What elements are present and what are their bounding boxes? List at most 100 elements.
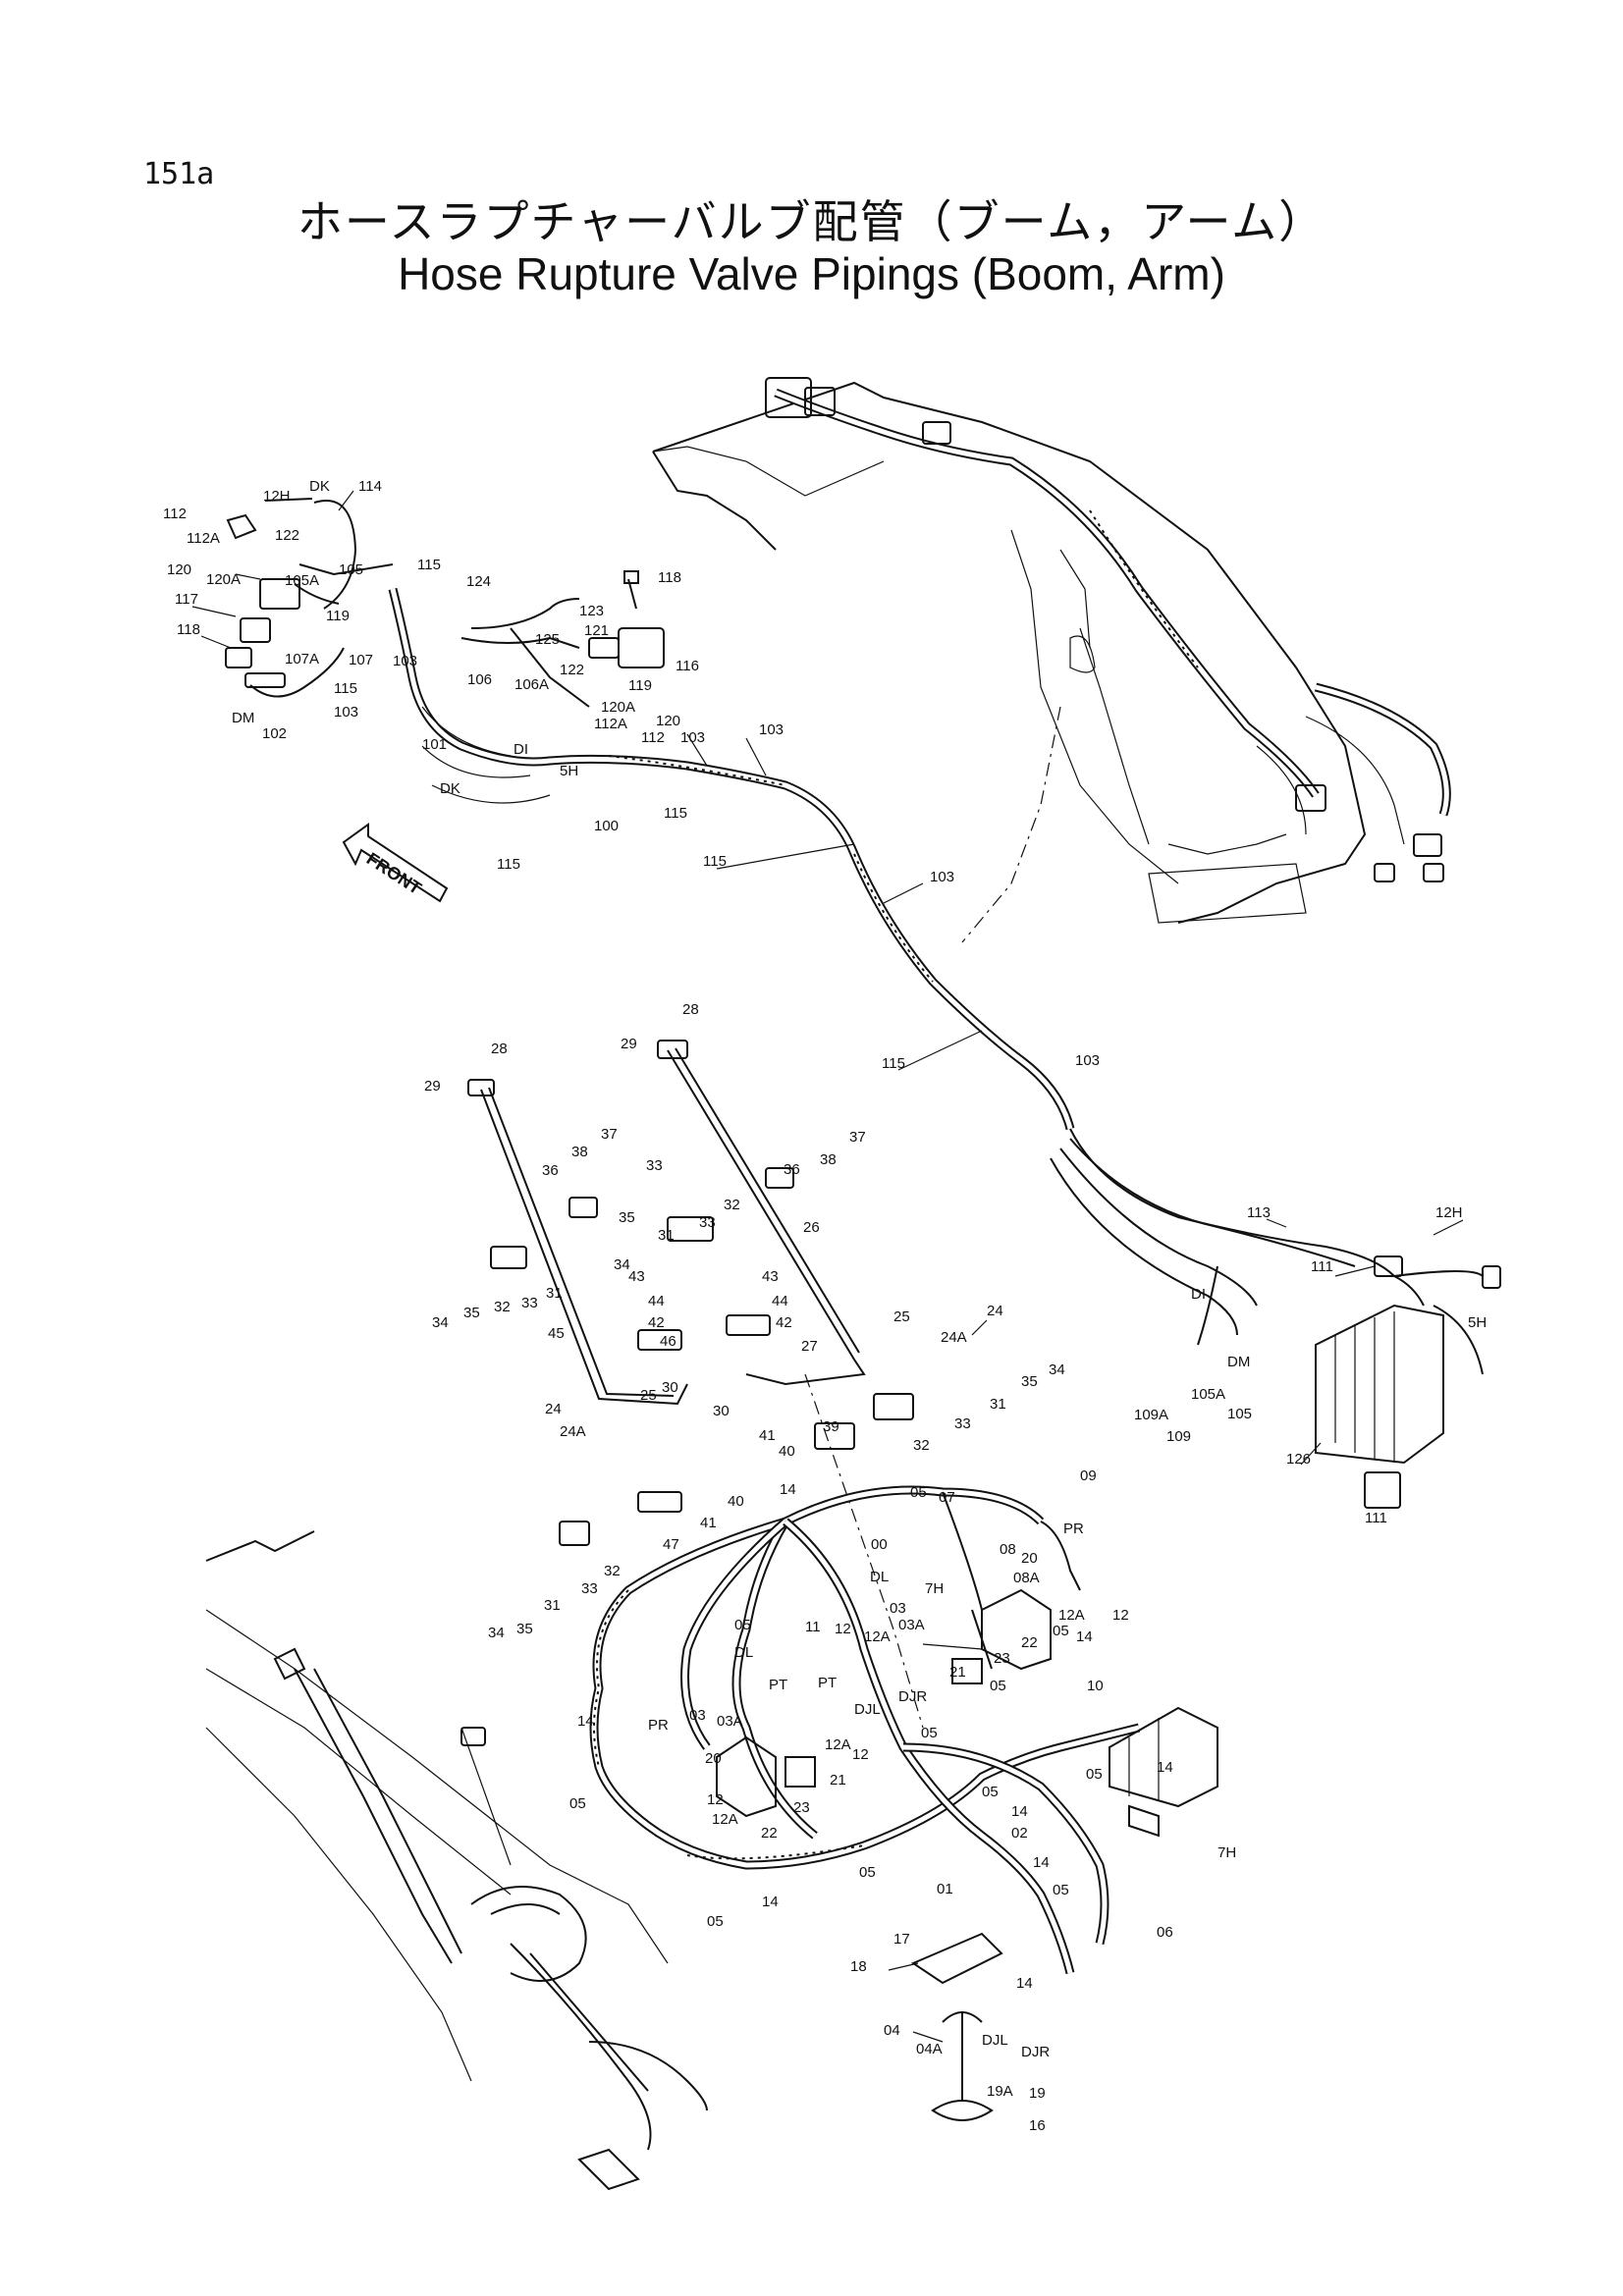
page-number: 151a [143,157,215,191]
callout: 29 [424,1078,441,1095]
callout: 5H [1468,1314,1487,1331]
callout: 36 [542,1162,559,1179]
callout: 07 [939,1489,955,1506]
callout: 30 [662,1379,678,1396]
callout: 44 [772,1293,788,1309]
callout: 21 [949,1664,966,1681]
callout: 14 [1033,1854,1050,1871]
callout: 37 [601,1126,618,1143]
callout: 09 [1080,1468,1097,1484]
callout: 113 [1247,1204,1271,1221]
callout: 11 [805,1619,821,1635]
callout: 19A [987,2083,1013,2100]
callout: DJR [1021,2044,1050,2060]
callout: 109A [1134,1407,1168,1423]
callout: 43 [762,1268,779,1285]
main-hose-bundle [388,587,1484,1375]
callout: 40 [728,1493,744,1510]
callout: DK [440,780,460,797]
callout: 42 [648,1314,665,1331]
callout: 106 [467,671,492,688]
callout: 20 [705,1750,722,1767]
callout: 103 [759,721,784,738]
title-japanese: ホースラプチャーバルブ配管（ブーム，アーム） [297,195,1326,248]
callout: 06 [1157,1924,1173,1941]
callout: 125 [535,631,560,648]
callout: 38 [820,1151,837,1168]
callout: DM [232,710,254,726]
callout-labels: 112 112A 12H DK 114 122 120 120A 105A 10… [163,478,1487,2134]
callout: 26 [803,1219,820,1236]
callout: 103 [334,704,358,721]
callout: 115 [334,680,357,697]
callout: 25 [640,1387,657,1404]
callout: 33 [954,1415,971,1432]
callout: 20 [1021,1550,1038,1567]
front-arrow: FRONT [342,823,449,903]
callout: 122 [560,662,584,678]
callout: 111 [1365,1510,1387,1526]
callout: DJR [898,1688,927,1705]
callout: 14 [577,1713,594,1730]
callout: 42 [776,1314,792,1331]
callout: 22 [1021,1634,1038,1651]
callout: 35 [463,1305,480,1321]
callout: DL [870,1569,889,1585]
callout: 12 [852,1746,869,1763]
callout: 30 [713,1403,730,1419]
callout: 41 [759,1427,776,1444]
callout: 46 [660,1333,676,1350]
callout: 18 [850,1958,867,1975]
callout: 03A [717,1713,743,1730]
callout: 03 [689,1707,706,1724]
callout: PR [1063,1521,1084,1537]
callout: 120A [206,571,241,588]
callout: 33 [646,1157,663,1174]
callout: PR [648,1717,669,1734]
callout: 117 [175,591,198,608]
callout: 05 [569,1795,586,1812]
callout: 35 [1021,1373,1038,1390]
callout: 35 [619,1209,635,1226]
callout: 103 [393,653,417,669]
callout: 101 [422,736,447,753]
callout: 14 [1016,1975,1033,1992]
callout: 02 [1011,1825,1028,1842]
callout: 27 [801,1338,818,1355]
callout: 120 [656,713,680,729]
callout: 120A [601,699,635,716]
callout: 23 [793,1799,810,1816]
callout: 103 [1075,1052,1100,1069]
callout: 12A [712,1811,738,1828]
callout: 120 [167,561,191,578]
callout: 118 [177,621,200,638]
callout: 105A [1191,1386,1225,1403]
callout: 115 [664,805,687,822]
callout: 114 [358,478,382,495]
callout: 28 [491,1041,508,1057]
callout: 32 [494,1299,511,1315]
callout: 43 [628,1268,645,1285]
callout: 12H [1435,1204,1463,1221]
callout: 121 [584,622,609,639]
callout: 05 [1053,1882,1069,1898]
callout: 05 [921,1725,938,1741]
callout: DK [309,478,330,495]
callout: DJL [982,2032,1008,2049]
callout: 100 [594,818,619,834]
callout: 119 [628,677,652,694]
callout: DM [1227,1354,1250,1370]
callout: 45 [548,1325,565,1342]
callout: 16 [1029,2117,1046,2134]
control-valve-bank [1315,1255,1501,1509]
callout: 21 [830,1772,846,1789]
callout: 24 [545,1401,562,1417]
callout: 105 [1227,1406,1252,1422]
title-english: Hose Rupture Valve Pipings (Boom, Arm) [398,248,1225,299]
callout: 31 [546,1285,563,1302]
callout: 111 [1311,1258,1333,1275]
callout: 105 [339,561,363,578]
callout: 05 [1086,1766,1103,1783]
callout: 105A [285,572,319,589]
